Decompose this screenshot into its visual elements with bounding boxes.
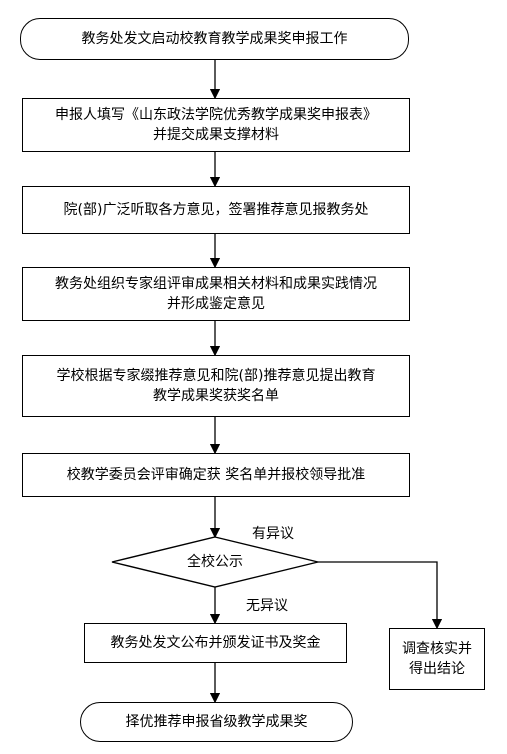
- decision-diamond: [111, 536, 319, 588]
- step5-text: 校教学委员会评审确定获 奖名单并报校领导批准: [66, 467, 366, 483]
- label-no: 无异议: [246, 598, 288, 614]
- label-yes: 有异议: [252, 526, 294, 542]
- branch-box: 调查核实并 得出结论: [389, 628, 485, 690]
- branch-line1: 调查核实并: [402, 641, 472, 657]
- decision-text: 全校公示: [187, 554, 243, 570]
- step2-text: 院(部)广泛听取各方意见，签署推荐意见报教务处: [63, 202, 369, 218]
- end-node: 择优推荐申报省级教学成果奖: [80, 702, 353, 742]
- step3-line2: 并形成鉴定意见: [167, 296, 265, 312]
- step4-line1: 学校根据专家缀推荐意见和院(部)推荐意见提出教育: [56, 368, 376, 384]
- step2-box: 院(部)广泛听取各方意见，签署推荐意见报教务处: [22, 186, 410, 234]
- step1-line2: 并提交成果支撑材料: [153, 127, 279, 143]
- step6-text: 教务处发文公布并颁发证书及奖金: [110, 635, 321, 651]
- step6-box: 教务处发文公布并颁发证书及奖金: [84, 623, 347, 663]
- step1-box: 申报人填写《山东政法学院优秀教学成果奖申报表》 并提交成果支撑材料: [22, 98, 410, 152]
- step1-line1: 申报人填写《山东政法学院优秀教学成果奖申报表》: [55, 107, 377, 123]
- step5-box: 校教学委员会评审确定获 奖名单并报校领导批准: [22, 453, 410, 497]
- arrow-decision-branch: [318, 561, 443, 630]
- step3-box: 教务处组织专家组评审成果相关材料和成果实践情况 并形成鉴定意见: [22, 267, 410, 321]
- step3-line1: 教务处组织专家组评审成果相关材料和成果实践情况: [55, 276, 377, 292]
- step4-box: 学校根据专家缀推荐意见和院(部)推荐意见提出教育 教学成果奖获奖名单: [22, 355, 410, 417]
- branch-line2: 得出结论: [409, 661, 465, 677]
- step4-line2: 教学成果奖获奖名单: [153, 388, 279, 404]
- end-text: 择优推荐申报省级教学成果奖: [125, 714, 308, 730]
- start-node: 教务处发文启动校教育教学成果奖申报工作: [20, 18, 409, 60]
- start-text: 教务处发文启动校教育教学成果奖申报工作: [81, 31, 348, 47]
